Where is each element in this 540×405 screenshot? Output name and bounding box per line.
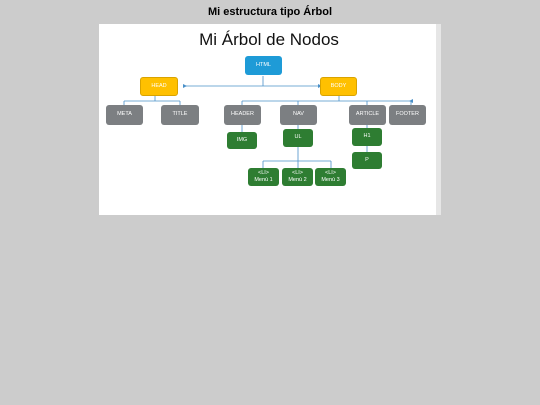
node-li-1-tag: <LI> (257, 169, 269, 176)
node-li-menu-2: <LI> Menú 2 (282, 168, 313, 186)
node-h1: H1 (352, 128, 382, 146)
page-title: Mi estructura tipo Árbol (207, 6, 333, 18)
node-article-label: ARTICLE (355, 111, 380, 118)
node-li-2-tag: <LI> (291, 169, 303, 176)
arrowhead-footer (409, 99, 413, 103)
node-p: P (352, 152, 382, 169)
node-ul-label: UL (294, 134, 302, 141)
node-footer-label: FOOTER (396, 111, 419, 118)
node-li-3-tag: <LI> (324, 169, 336, 176)
node-nav: NAV (280, 105, 317, 125)
node-p-label: P (365, 156, 369, 163)
node-body: BODY (320, 77, 357, 96)
node-html-label: HTML (256, 61, 271, 68)
node-li-3-label: Menú 3 (321, 177, 340, 183)
node-article: ARTICLE (349, 105, 386, 125)
arrowhead-head (183, 84, 187, 88)
node-head-label: HEAD (151, 82, 167, 89)
node-footer: FOOTER (389, 105, 426, 125)
node-head: HEAD (140, 77, 178, 96)
node-title: TITLE (161, 105, 199, 125)
node-li-menu-3: <LI> Menú 3 (315, 168, 346, 186)
node-html: HTML (245, 56, 282, 75)
connector-lines (123, 76, 413, 168)
node-li-1-label: Menú 1 (254, 177, 273, 183)
slide-edge (436, 24, 441, 215)
node-li-menu-1: <LI> Menú 1 (248, 168, 279, 186)
node-nav-label: NAV (293, 111, 304, 118)
node-body-label: BODY (330, 82, 347, 89)
node-img: IMG (227, 132, 257, 149)
node-header-label: HEADER (231, 111, 254, 118)
diagram-heading: Mi Árbol de Nodos (199, 30, 339, 49)
diagram-slide: Mi Árbol de Nodos (99, 24, 441, 215)
node-li-2-label: Menú 2 (288, 177, 307, 183)
node-ul: UL (283, 129, 313, 147)
node-h1-label: H1 (363, 133, 371, 140)
node-meta: META (106, 105, 143, 125)
node-title-label: TITLE (172, 111, 188, 118)
node-meta-label: META (117, 111, 132, 118)
node-header: HEADER (224, 105, 261, 125)
node-img-label: IMG (236, 136, 248, 143)
